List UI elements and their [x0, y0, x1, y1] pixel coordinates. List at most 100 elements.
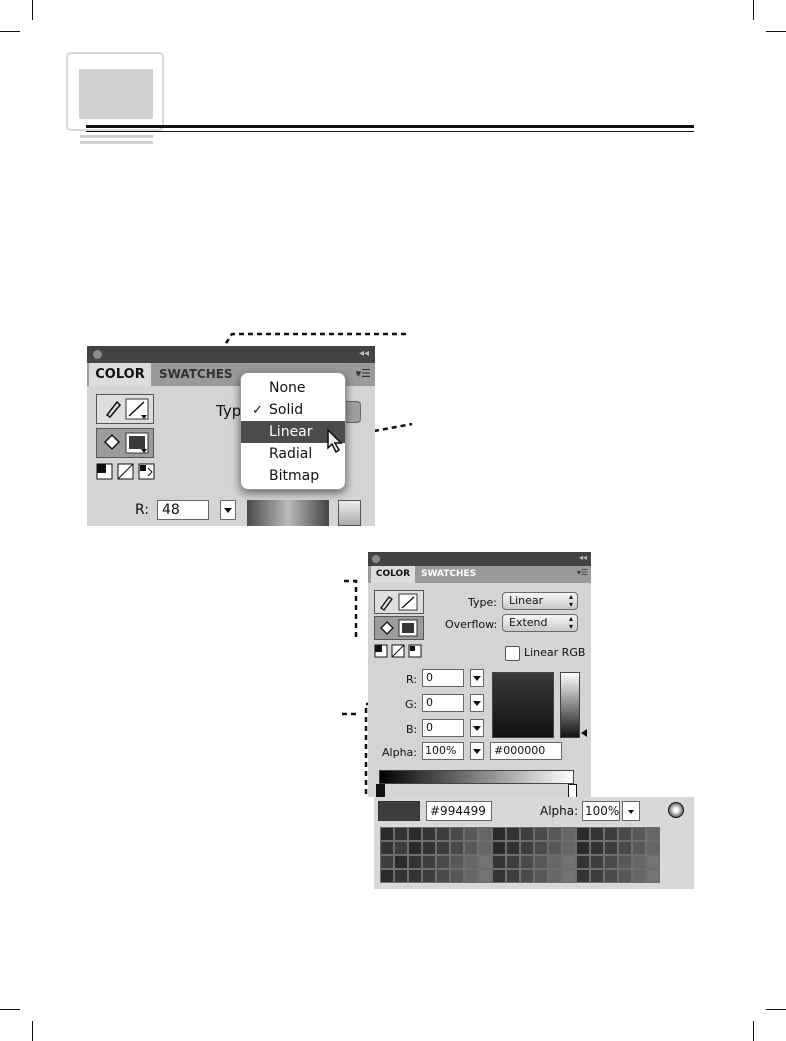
gradient-stop-right[interactable] — [568, 784, 577, 797]
r-dropdown-button[interactable] — [470, 669, 484, 687]
swatch-cell[interactable] — [464, 869, 478, 883]
swatch-cell[interactable] — [478, 827, 492, 841]
panel-close-icon[interactable] — [93, 350, 102, 359]
tab-color[interactable]: COLOR — [89, 363, 151, 386]
swatch-cell[interactable] — [632, 841, 646, 855]
stroke-tool-button[interactable] — [96, 394, 154, 424]
picker-alpha-field[interactable]: 100% — [582, 801, 620, 821]
tab-swatches[interactable]: SWATCHES — [421, 569, 477, 579]
swatch-cell[interactable] — [604, 855, 618, 869]
swatch-cell[interactable] — [646, 827, 660, 841]
swatch-cell[interactable] — [450, 869, 464, 883]
swatch-cell[interactable] — [618, 841, 632, 855]
panel-menu-icon[interactable]: ▾☰ — [576, 568, 588, 577]
swatch-cell[interactable] — [576, 827, 590, 841]
alpha-dropdown-button[interactable] — [470, 742, 484, 760]
swatch-cell[interactable] — [380, 869, 394, 883]
picker-hex-field[interactable]: #994499 — [426, 801, 492, 821]
swatch-cell[interactable] — [590, 827, 604, 841]
swatch-cell[interactable] — [576, 855, 590, 869]
swatch-cell[interactable] — [520, 841, 534, 855]
swatch-cell[interactable] — [492, 855, 506, 869]
swatch-cell[interactable] — [548, 841, 562, 855]
swatch-cell[interactable] — [422, 855, 436, 869]
gradient-bar[interactable] — [379, 770, 574, 784]
stroke-tool-button[interactable] — [374, 590, 424, 614]
panel-menu-icon[interactable]: ▾☰ — [355, 367, 371, 380]
swatch-cell[interactable] — [436, 827, 450, 841]
fill-tool-button[interactable] — [374, 616, 424, 640]
swatch-cell[interactable] — [380, 841, 394, 855]
swatch-cell[interactable] — [562, 869, 576, 883]
swatch-cell[interactable] — [534, 827, 548, 841]
overflow-select[interactable]: Extend ▴▾ — [502, 614, 578, 632]
swatch-cell[interactable] — [422, 827, 436, 841]
swatch-cell[interactable] — [478, 841, 492, 855]
color-spectrum[interactable] — [492, 672, 554, 738]
panel-close-icon[interactable] — [372, 555, 380, 563]
color-wheel-button[interactable] — [668, 802, 684, 818]
swatch-cell[interactable] — [506, 869, 520, 883]
swatch-cell[interactable] — [576, 841, 590, 855]
swatch-cell[interactable] — [436, 855, 450, 869]
swatch-cell[interactable] — [408, 855, 422, 869]
g-dropdown-button[interactable] — [470, 694, 484, 712]
swatch-cell[interactable] — [604, 827, 618, 841]
swatch-cell[interactable] — [520, 869, 534, 883]
swatch-cell[interactable] — [632, 869, 646, 883]
swatch-cell[interactable] — [394, 841, 408, 855]
swatch-cell[interactable] — [562, 827, 576, 841]
swatch-cell[interactable] — [450, 855, 464, 869]
brightness-slider[interactable] — [560, 672, 580, 738]
menu-item-none[interactable]: None — [269, 380, 306, 396]
swatch-cell[interactable] — [632, 827, 646, 841]
swatch-cell[interactable] — [408, 827, 422, 841]
menu-item-solid[interactable]: Solid — [269, 402, 304, 418]
swatch-cell[interactable] — [520, 855, 534, 869]
swatch-cell[interactable] — [408, 869, 422, 883]
swatch-cell[interactable] — [380, 855, 394, 869]
swatch-cell[interactable] — [548, 869, 562, 883]
swatch-cell[interactable] — [394, 869, 408, 883]
gradient-stop-left[interactable] — [376, 784, 385, 797]
swatch-cell[interactable] — [646, 841, 660, 855]
swatch-cell[interactable] — [562, 855, 576, 869]
color-mode-icons[interactable] — [374, 643, 426, 658]
type-select[interactable]: Linear ▴▾ — [502, 592, 578, 610]
swatch-cell[interactable] — [464, 827, 478, 841]
swatch-cell[interactable] — [562, 841, 576, 855]
swatch-cell[interactable] — [394, 827, 408, 841]
swatch-cell[interactable] — [506, 855, 520, 869]
r-dropdown-button[interactable] — [220, 500, 236, 520]
tab-swatches[interactable]: SWATCHES — [159, 367, 233, 381]
swatch-cell[interactable] — [590, 869, 604, 883]
brightness-slider[interactable] — [338, 500, 361, 526]
swatch-cell[interactable] — [450, 841, 464, 855]
tab-color[interactable]: COLOR — [371, 566, 415, 583]
swatch-cell[interactable] — [548, 855, 562, 869]
swatch-cell[interactable] — [408, 841, 422, 855]
hex-field[interactable]: #000000 — [490, 742, 562, 760]
swatch-cell[interactable] — [450, 827, 464, 841]
swatch-cell[interactable] — [422, 841, 436, 855]
menu-item-bitmap[interactable]: Bitmap — [269, 468, 320, 484]
swatch-cell[interactable] — [534, 841, 548, 855]
swatch-cell[interactable] — [548, 827, 562, 841]
swatch-cell[interactable] — [604, 841, 618, 855]
swatch-cell[interactable] — [506, 827, 520, 841]
swatch-cell[interactable] — [394, 855, 408, 869]
swatch-cell[interactable] — [646, 869, 660, 883]
swatch-cell[interactable] — [590, 855, 604, 869]
swatch-cell[interactable] — [478, 869, 492, 883]
b-field[interactable]: 0 — [422, 719, 464, 737]
menu-item-radial[interactable]: Radial — [269, 446, 313, 462]
b-dropdown-button[interactable] — [470, 719, 484, 737]
swatch-cell[interactable] — [520, 827, 534, 841]
linear-rgb-checkbox[interactable] — [505, 646, 520, 661]
alpha-field[interactable]: 100% — [422, 742, 464, 760]
r-field[interactable]: 48 — [157, 500, 209, 520]
g-field[interactable]: 0 — [422, 694, 464, 712]
swatch-cell[interactable] — [422, 869, 436, 883]
swatch-cell[interactable] — [436, 841, 450, 855]
collapse-icon[interactable]: ◂◂ — [578, 553, 587, 562]
